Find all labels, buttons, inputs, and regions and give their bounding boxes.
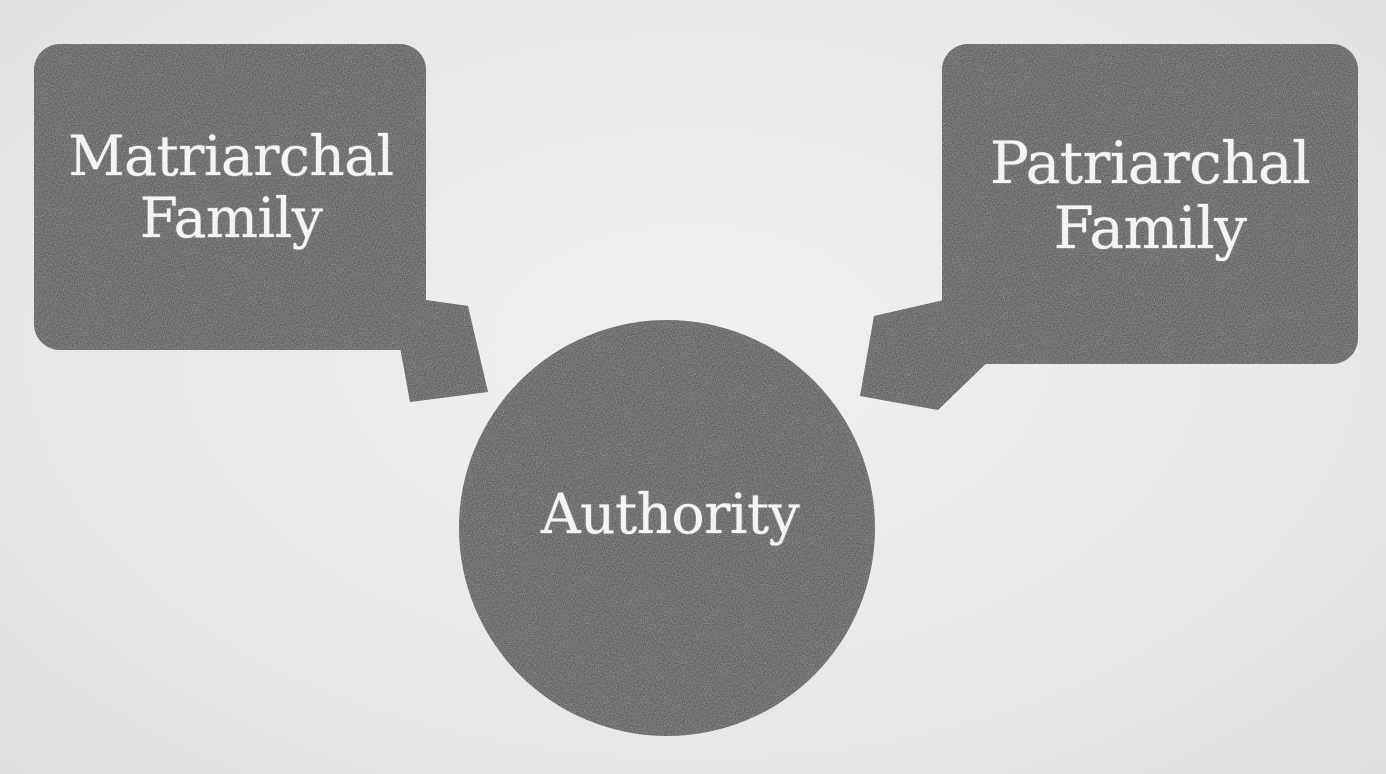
patriarchal-label-line1: Patriarchal <box>989 129 1311 197</box>
matriarchal-label-line1: Matriarchal <box>68 124 394 188</box>
matriarchal-label-line2: Family <box>139 185 323 250</box>
patriarchal-family-label: Patriarchal Family <box>950 131 1350 261</box>
patriarchal-arrow <box>860 300 1000 410</box>
authority-circle <box>459 320 875 736</box>
patriarchal-box <box>942 44 1358 364</box>
node-matriarchal-family <box>34 44 488 402</box>
matriarchal-arrow <box>380 300 488 402</box>
node-patriarchal-family <box>860 44 1358 410</box>
authority-label: Authority <box>540 482 800 546</box>
patriarchal-label-line2: Family <box>1053 193 1247 262</box>
node-authority <box>459 320 875 736</box>
matriarchal-box <box>34 44 426 350</box>
matriarchal-family-label: Matriarchal Family <box>36 124 426 250</box>
